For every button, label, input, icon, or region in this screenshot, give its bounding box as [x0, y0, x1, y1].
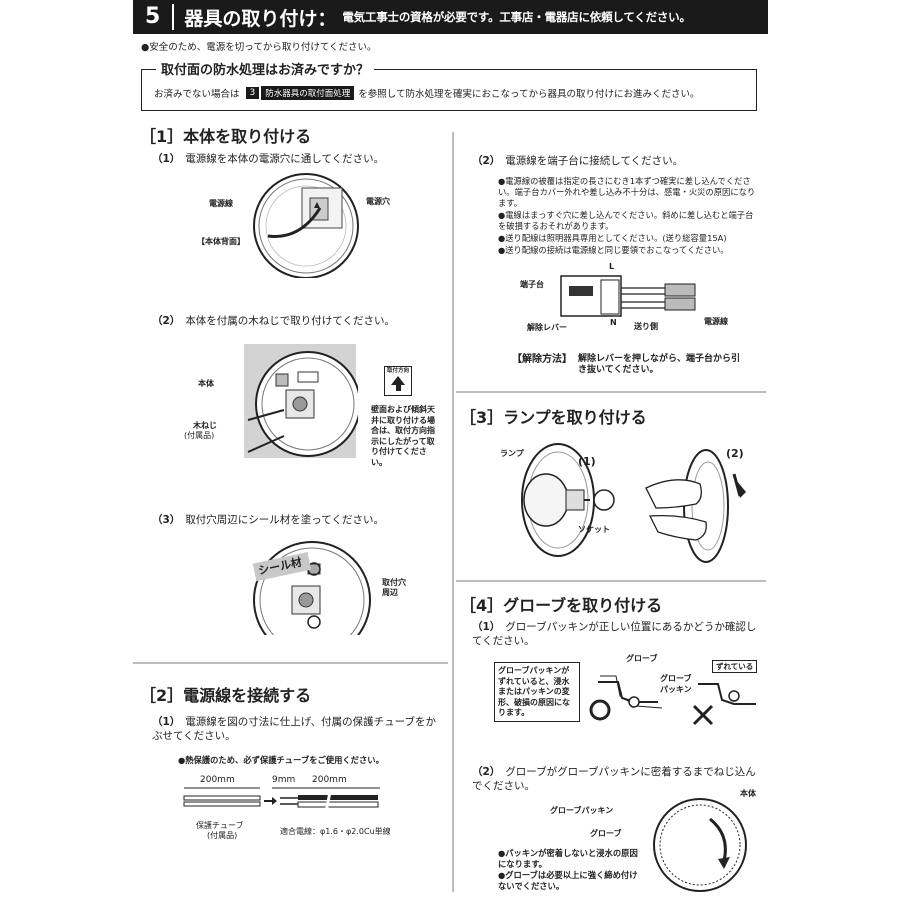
- s2-step1: （1）電源線を図の寸法に仕上げ、付属の保護チューブをかぶせてください。: [152, 715, 442, 743]
- waterproof-notice-box: 取付面の防水処理はお済みですか？ お済みでない場合は 3 防水器具の取付面処理 …: [141, 59, 757, 111]
- lbl-wire2: 電源線: [704, 317, 728, 326]
- notice-ref-title: 防水器具の取付面処理: [261, 86, 355, 100]
- divider-left: [133, 662, 448, 664]
- lbl-globe: グローブ: [626, 654, 658, 663]
- column-divider: [452, 132, 454, 892]
- s2-bullet-4: ●送り配線の接続は電源線と同じ要領でおこなってください。: [498, 245, 729, 255]
- s4-bullet-2: ●グローブは必要以上に強く締め付けないでください。: [498, 870, 638, 891]
- s4-bullet-1: ●パッキンが密着しないと浸水の原因になります。: [498, 848, 638, 869]
- lbl-globe3: グローブ: [590, 829, 622, 838]
- notice-post: を参照して防水処理を確実におこなってから器具の取り付けにお進みください。: [358, 89, 700, 100]
- s1-step1-num: （1）: [152, 153, 181, 165]
- s1-title: ［1］本体を取り付ける: [140, 127, 312, 146]
- s2-bullet-3: ●送り配線は照明器具専用としてください。(送り総容量15A): [498, 233, 727, 243]
- terminal-block-illustration: [560, 275, 696, 317]
- lbl-hole: 電源穴: [366, 197, 390, 206]
- s4-step1-text: グローブパッキンが正しい位置にあるかどうか確認してください。: [472, 621, 757, 647]
- section-subtitle: 電気工事士の資格が必要です。工事店・電器店に依頼してください。: [342, 10, 691, 24]
- lbl-step-2: (2): [726, 447, 744, 460]
- notice-title: 取付面の防水処理はお済みですか？: [156, 59, 375, 78]
- globe-screw-illustration: [653, 798, 747, 892]
- s2-step1-text: 電源線を図の寸法に仕上げ、付属の保護チューブをかぶせてください。: [152, 716, 436, 742]
- s1-step1-text: 電源線を本体の電源穴に通してください。: [185, 153, 385, 165]
- arrow-stem: [395, 385, 401, 391]
- s1-step2-num: （2）: [152, 315, 181, 327]
- packing-wrong-illustration: [692, 683, 756, 726]
- s1-step2: （2） 本体を付属の木ねじで取り付けてください。: [152, 314, 395, 328]
- s3-title: ［3］ランプを取り付ける: [460, 408, 647, 427]
- lbl-hole-around: 取付穴周辺: [382, 578, 406, 597]
- s2-bullet-2: ●電線はまっすぐ穴に差し込んでください。斜めに差し込むと端子台を破損するおそれが…: [498, 210, 754, 231]
- lbl-tube-note: (付属品): [207, 831, 238, 840]
- release-heading: 【解除方法】: [512, 354, 572, 365]
- safety-note: ●安全のため、電源を切ってから取り付けてください。: [141, 42, 377, 53]
- release-text: 解除レバーを押しながら、端子台から引き抜いてください。: [578, 354, 741, 375]
- lbl-N: N: [610, 318, 617, 327]
- lbl-terminal: 端子台: [520, 280, 544, 289]
- body-mount-illustration: [244, 344, 358, 458]
- divider-right-2: [456, 580, 766, 582]
- seal-illustration: [252, 541, 371, 635]
- s1-step1: （1） 電源線を本体の電源穴に通してください。: [152, 152, 384, 166]
- s1-step3: （3） 取付穴周辺にシール材を塗ってください。: [152, 513, 384, 527]
- lbl-tube: 保護チューブ: [196, 821, 244, 830]
- s2-tube-bullet: ●熱保護のため、必ず保護チューブをご使用ください。: [178, 755, 384, 765]
- notice-body: お済みでない場合は 3 防水器具の取付面処理 を参照して防水処理を確実におこなっ…: [154, 86, 700, 100]
- lbl-back: 【本体背面】: [197, 237, 245, 246]
- section-header: 5 器具の取り付け： 電気工事士の資格が必要です。工事店・電器店に依頼してくださ…: [133, 0, 768, 34]
- wire-dimension-illustration: [183, 787, 380, 813]
- lbl-screw-note: (付属品): [184, 431, 215, 440]
- notice-pre: お済みでない場合は: [154, 89, 240, 100]
- notice-ref-number: 3: [245, 87, 260, 99]
- s1-step3-text: 取付穴周辺にシール材を塗ってください。: [185, 514, 384, 526]
- lbl-socket: ソケット: [578, 525, 610, 534]
- incline-note: 壁面および傾斜天井に取り付ける場合は、取付方向指示にしたがって取り付けてください…: [371, 405, 435, 467]
- s4-step2-num: （2）: [472, 766, 501, 778]
- s4-step1-num: （1）: [472, 621, 501, 633]
- lbl-wire: 電源線: [209, 199, 233, 208]
- dim-200a: 200mm: [200, 775, 235, 785]
- s2-step2-text: 電源線を端子台に接続してください。: [505, 155, 684, 167]
- s1-step2-text: 本体を付属の木ねじで取り付けてください。: [185, 315, 395, 327]
- lamp-illustration: [521, 443, 615, 557]
- release-method: 【解除方法】 解除レバーを押しながら、端子台から引き抜いてください。: [512, 354, 748, 376]
- s4-step2: （2）グローブがグローブパッキンに密着するまでねじ込んでください。: [472, 765, 757, 793]
- lbl-step-1: (1): [578, 455, 596, 468]
- lbl-body2: 本体: [740, 789, 756, 798]
- lbl-lamp: ランプ: [500, 449, 524, 458]
- s4-step1: （1）グローブパッキンが正しい位置にあるかどうか確認してください。: [472, 620, 757, 648]
- lbl-fit: 適合電線：φ1.6・φ2.0Cu単線: [280, 827, 391, 836]
- section-number: 5: [133, 4, 175, 30]
- arrow-up-icon: [391, 376, 405, 385]
- packing-warning-box: グローブパッキンがずれていると、浸水またはパッキンの変形、破損の原因になります。: [494, 662, 580, 722]
- s2-step2: （2） 電源線を端子台に接続してください。: [472, 154, 683, 168]
- lbl-send: 送り側: [634, 322, 658, 331]
- lbl-body: 本体: [198, 379, 214, 388]
- s2-step1-num: （1）: [152, 716, 181, 728]
- lbl-globe2: グローブ: [660, 674, 692, 683]
- lbl-packing: パッキン: [660, 685, 692, 694]
- lbl-packing2: グローブパッキン: [550, 806, 614, 815]
- lamp-turn-illustration: [645, 449, 746, 563]
- packing-correct-illustration: [589, 675, 663, 721]
- divider-right-1: [456, 391, 766, 393]
- lbl-lever: 解除レバー: [527, 323, 567, 332]
- dim-200b: 200mm: [312, 775, 347, 785]
- s4-title: ［4］グローブを取り付ける: [460, 596, 663, 615]
- lbl-direction: 取付方向: [386, 368, 409, 374]
- s2-title: ［2］電源線を接続する: [140, 686, 312, 705]
- direction-box: 取付方向: [384, 366, 412, 396]
- dim-9: 9mm: [272, 775, 296, 785]
- s2-bullet-1: ●電源線の被覆は指定の長さにむき1本ずつ確実に差し込んでください。端子台カバー外…: [498, 176, 756, 208]
- s2-step2-num: （2）: [472, 155, 501, 167]
- s1-step3-num: （3）: [152, 514, 181, 526]
- lbl-zurete: ずれている: [712, 660, 758, 673]
- lbl-screw: 木ねじ: [193, 421, 217, 430]
- body-back-illustration: [253, 173, 359, 278]
- section-title: 器具の取り付け：: [184, 7, 337, 30]
- lbl-L: L: [609, 262, 615, 271]
- s4-step2-text: グローブがグローブパッキンに密着するまでねじ込んでください。: [472, 766, 756, 792]
